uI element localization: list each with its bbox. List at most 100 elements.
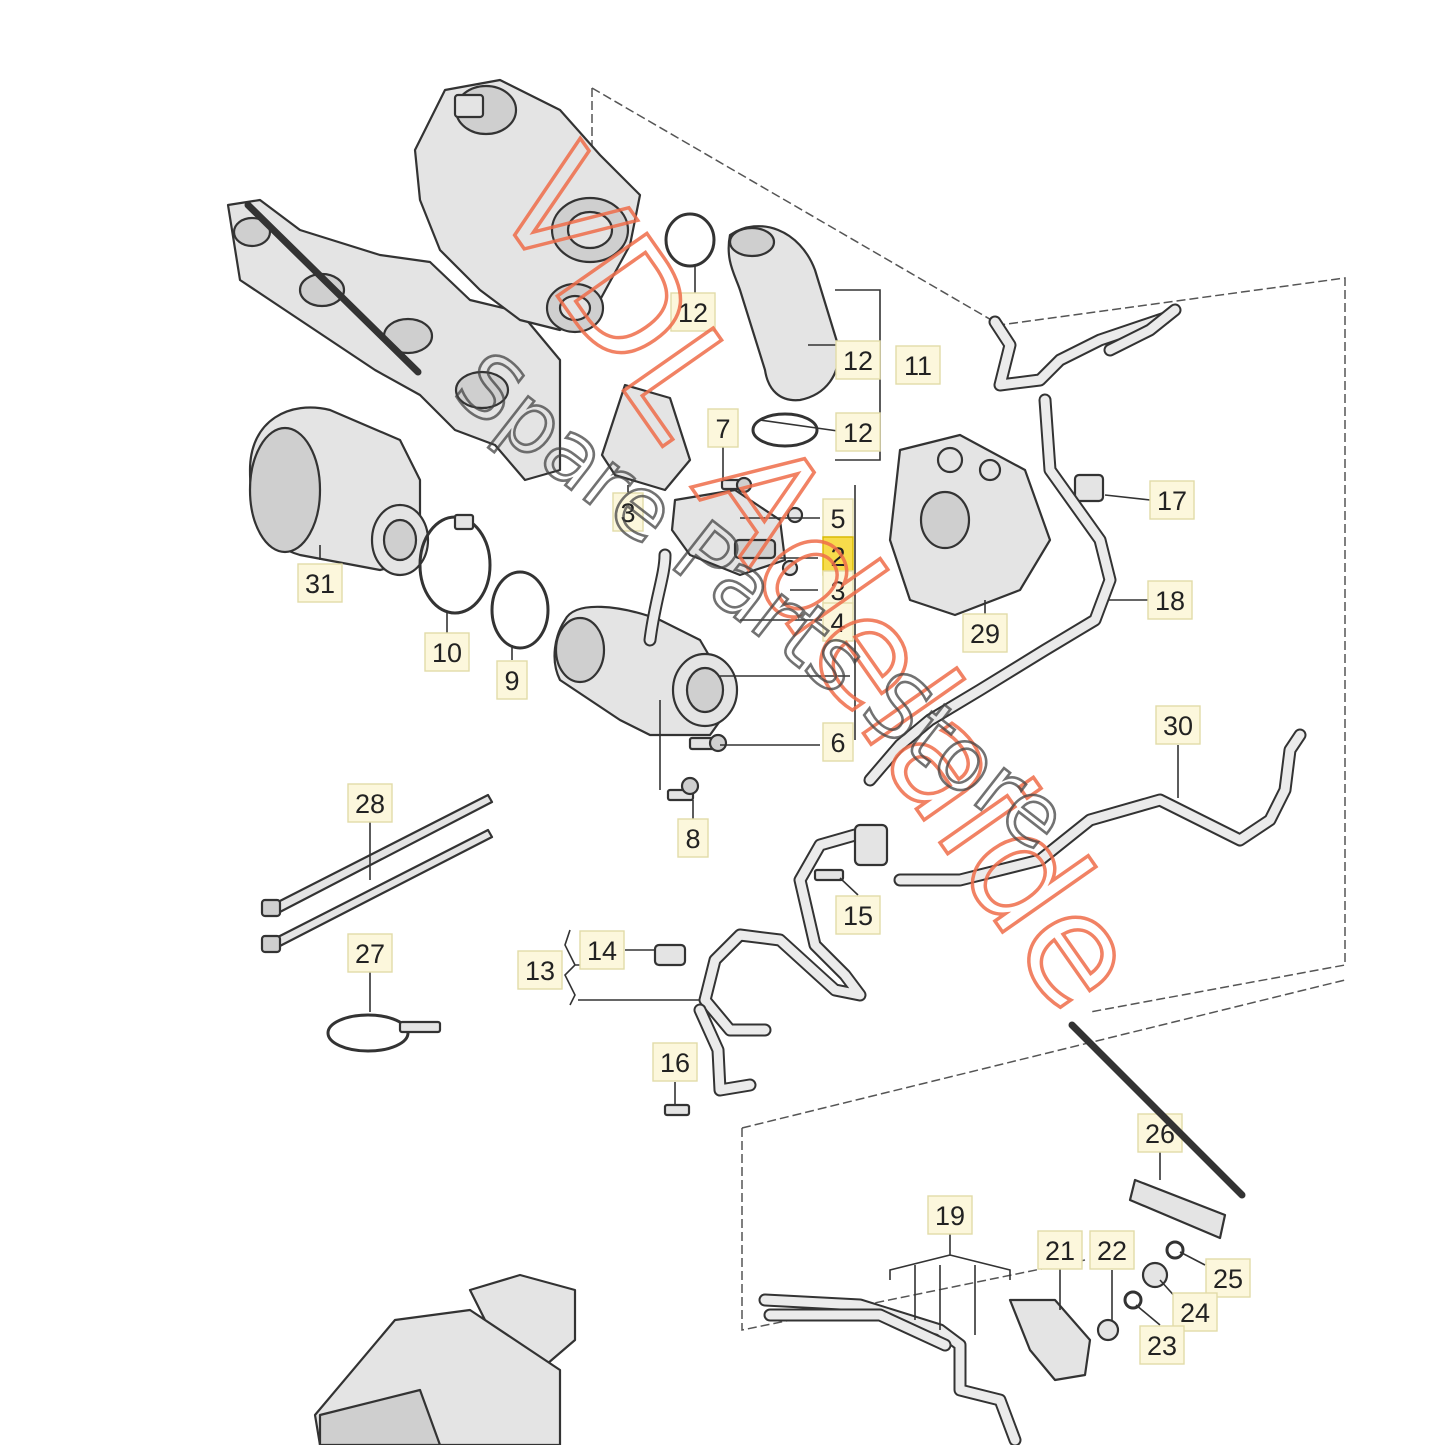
coolant-pipe-13 (693, 828, 867, 1097)
callout-29: 29 (962, 613, 1008, 653)
callout-box (1205, 1258, 1251, 1298)
callout-label: 2 (830, 542, 845, 572)
valve-15 (853, 823, 889, 867)
callout-14: 14 (579, 930, 625, 970)
bolt-14 (653, 943, 687, 967)
oil-cooler-module (888, 433, 1052, 617)
seal-ring-9 (490, 570, 550, 650)
callout-12: 12 (835, 412, 881, 452)
callout-label: 28 (355, 789, 385, 819)
watermark-bar-right (1068, 1021, 1246, 1199)
callout-22: 22 (1089, 1230, 1135, 1270)
callout-label: 29 (970, 619, 1000, 649)
callout-box (424, 632, 470, 672)
callout-label: 3 (830, 576, 845, 606)
callout-box (707, 408, 739, 448)
washer-23 (1123, 1290, 1143, 1310)
engine-block (313, 1273, 577, 1445)
callout-label: 27 (355, 939, 385, 969)
callout-label: 15 (843, 901, 873, 931)
callout-box (677, 818, 709, 858)
callout-6: 6 (822, 722, 854, 762)
callout-box (612, 492, 644, 532)
callout-label: 21 (1045, 1236, 1075, 1266)
callout-box (297, 563, 343, 603)
callout-30: 30 (1155, 705, 1201, 745)
callout-label: 22 (1097, 1236, 1127, 1266)
washer-25 (1165, 1240, 1185, 1260)
callout-box (822, 498, 854, 538)
callout-box (822, 602, 854, 642)
leader-lines (319, 265, 1206, 1335)
bolt-22 (1096, 1318, 1120, 1342)
callout-label: 5 (830, 504, 845, 534)
callout-box (347, 783, 393, 823)
callout-label: 9 (504, 666, 519, 696)
callout-23: 23 (1139, 1325, 1185, 1365)
turbocharger (413, 78, 642, 334)
callout-box (1149, 480, 1195, 520)
callout-7: 7 (707, 408, 739, 448)
callout-28: 28 (347, 783, 393, 823)
coolant-pipe-30 (893, 728, 1307, 887)
callout-box (579, 930, 625, 970)
watermark-brand: VDL Adelaide (461, 121, 1177, 1040)
clamp-ring-10 (418, 513, 492, 615)
cable-ties (260, 793, 494, 954)
callout-label: 12 (678, 298, 708, 328)
callout-label: 14 (587, 936, 617, 966)
callout-12: 12 (670, 292, 716, 332)
callout-2: 2 (822, 536, 854, 576)
heat-shield (600, 383, 692, 492)
callout-box (670, 292, 716, 332)
callout-label: 19 (935, 1201, 965, 1231)
valve-21 (1008, 1298, 1092, 1382)
bolt-8 (666, 776, 700, 802)
callout-box (822, 536, 854, 576)
callout-13: 13 (517, 950, 563, 990)
watermark-bar-left (244, 201, 422, 376)
callout-4: 4 (822, 602, 854, 642)
callout-label: 17 (1157, 486, 1187, 516)
callout-label: 12 (843, 346, 873, 376)
callout-label: 16 (660, 1048, 690, 1078)
callout-10: 10 (424, 632, 470, 672)
callout-label: 3 (620, 498, 635, 528)
callout-box (347, 933, 393, 973)
callout-label: 25 (1213, 1264, 1243, 1294)
callout-label: 7 (715, 414, 730, 444)
callout-label: 6 (830, 728, 845, 758)
callout-box (835, 895, 881, 935)
callout-9: 9 (496, 660, 528, 700)
callout-31: 31 (297, 563, 343, 603)
callout-label: 31 (305, 569, 335, 599)
bolt-15 (813, 868, 845, 882)
callout-27: 27 (347, 933, 393, 973)
callout-box (1037, 1230, 1083, 1270)
throttle-body (553, 548, 739, 737)
callout-16: 16 (652, 1042, 698, 1082)
callout-label: 13 (525, 956, 555, 986)
callout-box (962, 613, 1008, 653)
clamp-ring-12-upper (664, 212, 716, 268)
callout-box (822, 722, 854, 762)
clamp-ring-12-lower (751, 412, 819, 448)
callout-box (835, 340, 881, 380)
callout-24: 24 (1172, 1292, 1218, 1332)
callout-label: 8 (685, 824, 700, 854)
callout-label: 18 (1155, 586, 1185, 616)
hose-clip-27 (326, 1013, 442, 1053)
callout-11: 11 (895, 345, 941, 385)
callout-box (1155, 705, 1201, 745)
callout-label: 23 (1147, 1331, 1177, 1361)
callout-box (895, 345, 941, 385)
callout-box (1137, 1113, 1183, 1153)
callout-8: 8 (677, 818, 709, 858)
callout-12: 12 (835, 340, 881, 380)
callout-label: 11 (904, 351, 932, 381)
callout-label: 30 (1163, 711, 1193, 741)
bracket-26 (1128, 1178, 1227, 1240)
callout-21: 21 (1037, 1230, 1083, 1270)
